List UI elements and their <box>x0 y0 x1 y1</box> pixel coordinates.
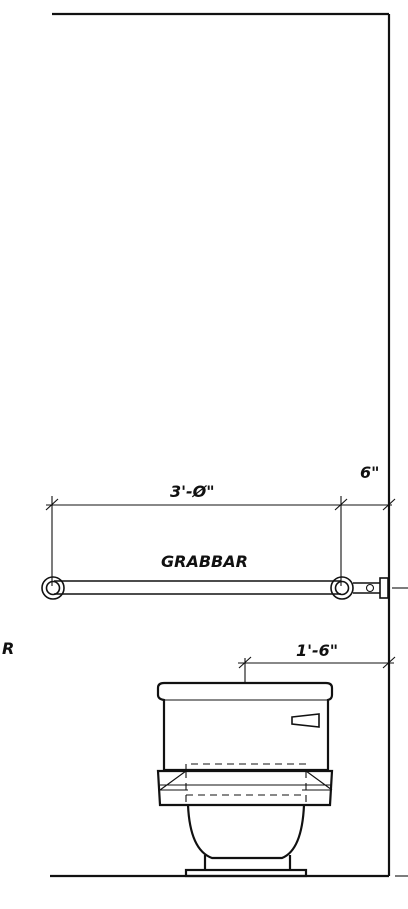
wall-outline <box>50 12 408 878</box>
grab-bar-label: GRABBAR <box>161 552 248 571</box>
grab-bar-end-right-outer <box>330 576 354 600</box>
dimension-toilet-offset <box>238 656 396 683</box>
bar-length-dimension-label: 3'-Ø" <box>170 482 215 501</box>
dimension-bar-length <box>45 494 396 586</box>
grab-bar-end-right-inner <box>334 580 350 596</box>
flush-handle <box>291 713 320 728</box>
edge-letter: R <box>2 639 14 658</box>
tick-mark <box>382 656 396 669</box>
toilet-seat <box>156 769 334 807</box>
toilet-offset-dimension-label: 1'-6" <box>296 641 338 660</box>
toilet <box>156 681 334 878</box>
tick-mark <box>238 656 252 669</box>
toilet-bowl <box>186 804 306 860</box>
seat-hinge-right <box>305 770 333 791</box>
grab-bar-end-left-outer <box>41 576 65 600</box>
grab-bar <box>41 576 408 600</box>
seat-hinge-left <box>159 770 187 791</box>
grab-bar-end-left-inner <box>45 580 61 596</box>
grab-bar-fastener <box>365 583 375 593</box>
toilet-tank <box>156 681 334 772</box>
hidden-lid-top <box>185 763 307 771</box>
tick-mark <box>334 498 348 511</box>
grab-bar-mounting-flange <box>379 577 389 599</box>
toilet-base <box>184 868 308 878</box>
tick-mark <box>45 498 59 511</box>
wall-offset-dimension-label: 6" <box>360 463 379 482</box>
